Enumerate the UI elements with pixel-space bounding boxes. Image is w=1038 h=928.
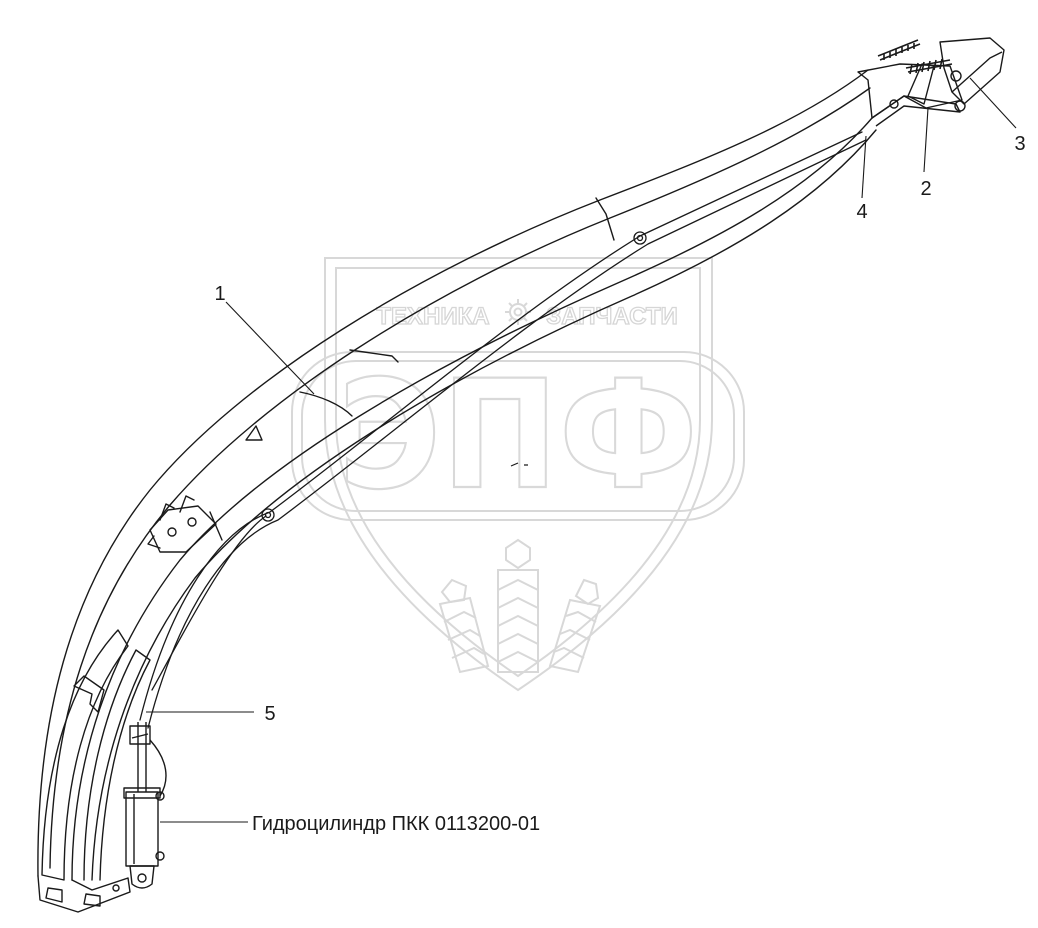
- callout-5: 5: [264, 703, 275, 725]
- hydraulic-line-lower: [147, 139, 867, 729]
- hose-clamp-lower-pin: [264, 511, 272, 519]
- hydraulic-line-tie: [151, 515, 267, 691]
- leader-2: [923, 107, 929, 173]
- boom-seam-3: [299, 391, 353, 417]
- wheat-ear-right-icon: [548, 578, 602, 674]
- cylinder-eye-pin: [137, 873, 147, 883]
- watermark-band: [291, 351, 745, 521]
- wheat-ear-center-icon: [497, 538, 539, 673]
- hydraulic-line-upper: [139, 131, 863, 721]
- head-spring-front: [905, 58, 953, 75]
- cylinder-top-clevis: [129, 725, 151, 745]
- watermark-band-inner: [301, 360, 735, 512]
- leader-lines: [146, 77, 1017, 823]
- cylinder-rod: [137, 722, 147, 792]
- hydraulic-lines: [139, 131, 867, 729]
- leader-1: [225, 301, 315, 395]
- spout-deflector: [939, 37, 1005, 105]
- cylinder-port-bottom: [155, 851, 165, 861]
- hydraulic-cylinder: [123, 722, 167, 889]
- callout-4: 4: [856, 201, 867, 223]
- cylinder-feed-hose: [149, 739, 167, 797]
- boom-bottom-edge: [71, 117, 873, 881]
- cylinder-body: [125, 791, 159, 867]
- boom-top-edge: [37, 69, 869, 877]
- callout-cylinder: Гидроцилиндр ПКК 0113200-01: [252, 813, 540, 835]
- callout-3: 3: [1014, 133, 1025, 155]
- watermark: [291, 257, 745, 692]
- head-spring-rear: [877, 39, 921, 61]
- boom-side-panel-inner: [83, 649, 151, 881]
- boom-assembly: [37, 69, 877, 913]
- boom-top-face: [49, 87, 871, 869]
- leader-3: [969, 77, 1017, 129]
- cylinder-bottom-eye: [129, 865, 155, 889]
- watermark-left-word: ТЕХНИКА: [376, 303, 489, 330]
- boom-base-bracket: [37, 875, 131, 913]
- watermark-monogram: ЭПФ: [338, 349, 698, 523]
- wheat-ear-left-icon: [438, 578, 490, 674]
- center-mark: [510, 462, 528, 467]
- spout-deflector-edge: [951, 51, 1003, 93]
- leader-4: [861, 135, 867, 199]
- cylinder-gland: [123, 787, 161, 799]
- hose-clamp-lower: [261, 508, 275, 522]
- head-link-pin: [889, 99, 899, 109]
- boom-bracket: [147, 495, 217, 553]
- cylinder-port-top: [155, 791, 165, 801]
- gear-icon: [505, 299, 531, 325]
- boom-small-plate: [245, 425, 263, 441]
- boom-seam-1: [349, 349, 399, 363]
- boom-seam-4: [209, 511, 223, 541]
- watermark-shield-inner: [335, 267, 701, 678]
- watermark-shield: [324, 257, 713, 692]
- boom-inner-face: [91, 129, 877, 881]
- boom-handle: [73, 675, 105, 713]
- boom-head: [857, 37, 1005, 127]
- head-pivot-pin: [950, 70, 962, 82]
- hose-clamp-upper: [633, 231, 647, 245]
- head-link-arm: [871, 95, 961, 127]
- head-lower-pin: [954, 100, 966, 112]
- hose-clamp-upper-pin: [636, 234, 644, 242]
- callout-2: 2: [920, 178, 931, 200]
- boom-seam-2: [595, 197, 615, 241]
- callout-1: 1: [214, 283, 225, 305]
- boom-side-panel: [41, 629, 129, 881]
